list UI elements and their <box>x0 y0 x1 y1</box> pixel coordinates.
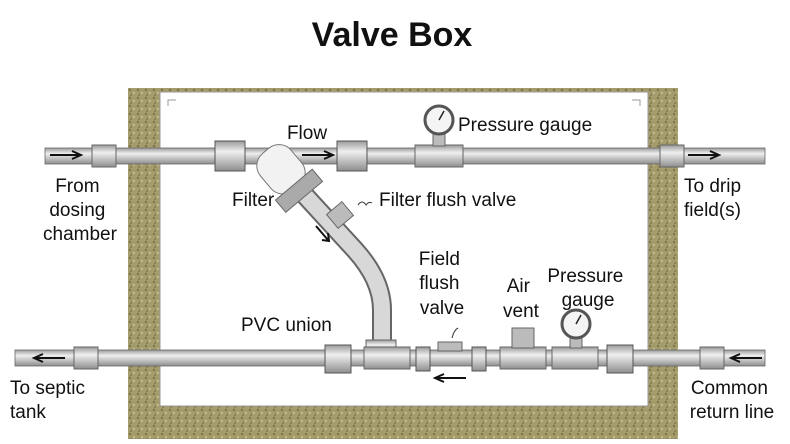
supply-pipe <box>44 104 766 172</box>
label-filter-flush-valve: Filter flush valve <box>379 190 516 211</box>
flow-arrow-icon <box>302 150 336 160</box>
label-air-vent: Air vent <box>503 276 540 322</box>
flow-arrow-icon <box>31 353 65 363</box>
label-flow: Flow <box>287 123 327 144</box>
tee-fitting <box>414 144 464 168</box>
label-filter: Filter <box>232 190 275 211</box>
label-from-dosing-chamber: From dosing chamber <box>43 176 118 245</box>
filter-branch <box>256 144 397 355</box>
label-field-flush-valve: Field flush valve <box>419 249 465 319</box>
pvc-union <box>324 344 352 374</box>
label-to-septic-tank: To septic tank <box>10 378 90 423</box>
filter-flush-valve-icon <box>325 200 355 230</box>
flow-arrow-icon <box>728 353 762 363</box>
air-vent-icon <box>511 327 535 349</box>
label-to-drip-fields: To drip field(s) <box>684 176 746 221</box>
flow-arrow-icon <box>688 150 722 160</box>
diagram-title: Valve Box <box>312 16 473 54</box>
filter-icon <box>256 144 324 213</box>
label-pressure-gauge-top: Pressure gauge <box>458 115 592 136</box>
return-pipe <box>14 308 766 374</box>
label-pressure-gauge-bottom: Pressure gauge <box>547 266 628 311</box>
union-fitting <box>336 140 368 172</box>
field-flush-valve-icon <box>437 341 463 352</box>
union-fitting <box>606 344 634 374</box>
union-fitting <box>214 140 246 172</box>
flow-arrow-icon <box>50 150 84 160</box>
label-common-return-line: Common return line <box>690 378 775 423</box>
label-pvc-union: PVC union <box>241 315 332 336</box>
box-lid-ledge <box>167 99 641 106</box>
flow-arrow-icon <box>315 225 331 243</box>
flow-arrow-icon <box>432 373 466 383</box>
